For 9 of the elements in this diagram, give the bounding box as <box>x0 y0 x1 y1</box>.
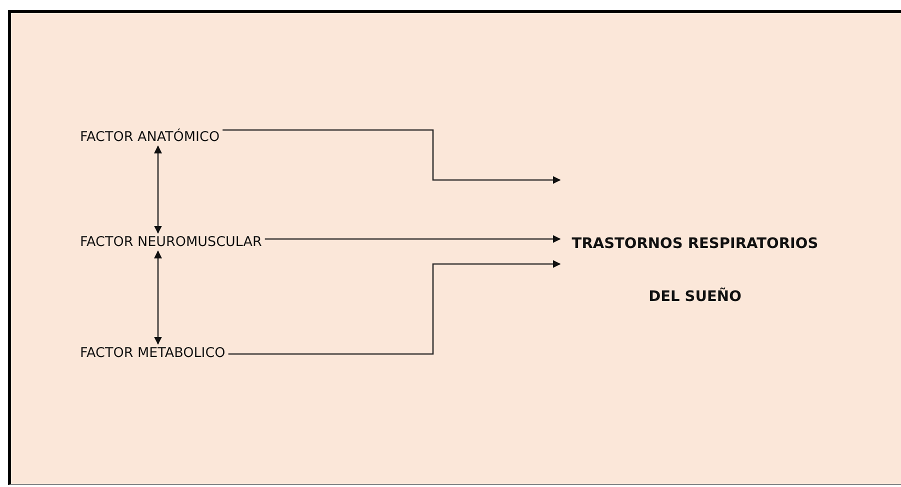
arrow <box>264 235 561 243</box>
arrow <box>222 129 561 184</box>
arrow <box>154 250 162 345</box>
arrow <box>228 260 561 355</box>
factor-label: FACTOR METABOLICO <box>80 345 226 362</box>
factor-label: FACTOR NEUROMUSCULAR <box>80 234 262 250</box>
factor-label: FACTOR ANATÓMICO <box>80 129 220 146</box>
outcome-label: TRASTORNOS RESPIRATORIOS DEL SUEÑO <box>561 218 829 324</box>
arrow <box>154 145 162 234</box>
